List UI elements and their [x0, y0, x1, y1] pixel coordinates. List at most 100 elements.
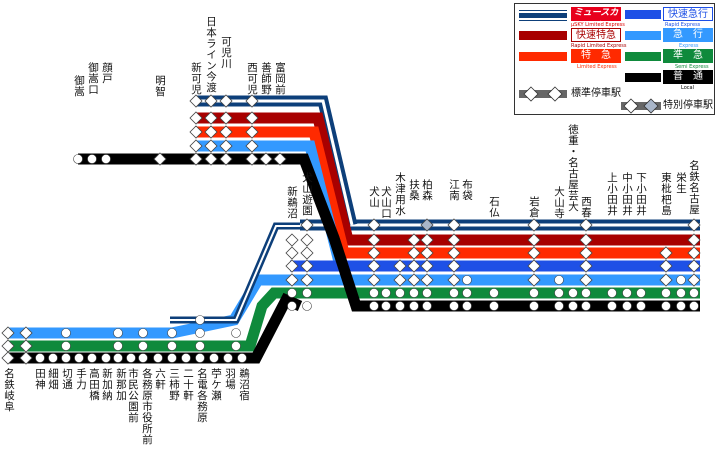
- legend-swatch-mu-sky: [519, 10, 567, 21]
- stop-re-10: [687, 259, 701, 273]
- stop-lo-4: [395, 301, 405, 311]
- station-label-right-8: 布袋: [461, 179, 473, 201]
- left-se-c-3: [167, 341, 177, 351]
- station-label-left-7: 新那加: [115, 368, 127, 401]
- legend-local-sub: Local: [681, 85, 694, 91]
- line-mu-sky-branch-inner: [196, 99, 354, 226]
- stop-ex-4: [407, 273, 421, 287]
- station-label-right-10: 岩倉: [528, 196, 540, 218]
- stop-rl-5: [447, 233, 461, 247]
- stop-mu-1: [367, 218, 381, 232]
- station-label-left-4: 手力: [75, 368, 87, 390]
- left-lo-c-2: [61, 353, 71, 363]
- station-label-left-3: 切通: [61, 368, 73, 390]
- stop-lo-1: [302, 301, 312, 311]
- stop-ex-6: [447, 273, 461, 287]
- local-branch-stop-6: [219, 152, 233, 166]
- stop-rl-4: [420, 233, 434, 247]
- left-lo-c-1: [48, 353, 58, 363]
- legend-swatch-rapid-express: [625, 10, 661, 19]
- branch-stop-2-2: [245, 125, 259, 139]
- left-lo-c-9: [153, 353, 163, 363]
- local-branch-stop-8: [259, 152, 273, 166]
- stop-lo-15: [622, 301, 632, 311]
- branch-stop-3-2: [245, 139, 259, 153]
- stop-lt-3: [407, 246, 421, 260]
- stop-re-9: [659, 259, 673, 273]
- stop-mu-6: [687, 218, 701, 232]
- left-se-c-0: [61, 341, 71, 351]
- station-label-right-4: 木津用水: [394, 172, 406, 216]
- station-label-left-1: 田神: [34, 368, 46, 390]
- left-se-c-2: [138, 341, 148, 351]
- stop-mu-3: [447, 218, 461, 232]
- left-ex-c-4: [195, 328, 205, 338]
- stop-lo-19: [689, 301, 699, 311]
- station-label-branch-6: 可児川: [220, 36, 232, 69]
- left-lo-c-15: [237, 353, 247, 363]
- stop-se-6: [422, 288, 432, 298]
- stop-se-19: [689, 288, 699, 298]
- left-lo-c-10: [167, 353, 177, 363]
- stop-re-6: [447, 259, 461, 273]
- stop-lo-16: [636, 301, 646, 311]
- station-label-left-8: 市民公園前: [127, 368, 139, 423]
- local-branch-stop-2: [101, 154, 111, 164]
- left-lo-stop-1: [19, 351, 33, 365]
- stop-lo-12: [568, 301, 578, 311]
- branch-stop-0-1: [219, 94, 233, 108]
- stop-re-5: [420, 259, 434, 273]
- station-label-right-7: 江南: [448, 179, 460, 201]
- left-lo-c-14: [223, 353, 233, 363]
- stop-ex-13: [687, 273, 701, 287]
- station-label-right-15: 中小田井: [621, 172, 633, 216]
- station-label-branch-7: 西可児: [246, 62, 258, 95]
- legend-limited-sub: Limited Express: [577, 64, 617, 70]
- branch-stop-1-2: [245, 111, 259, 125]
- station-label-left-6: 新加納: [101, 368, 113, 401]
- stop-re-8: [579, 259, 593, 273]
- left-ex-c-0: [61, 328, 71, 338]
- local-branch-stop-9: [273, 152, 287, 166]
- local-branch-stop-4: [189, 152, 203, 166]
- left-lo-c-12: [195, 353, 205, 363]
- station-label-branch-9: 富岡前: [274, 62, 286, 95]
- legend-swatch-rapid-limited: [519, 31, 567, 40]
- legend-express-label: 急 行: [663, 28, 713, 42]
- stop-se-9: [489, 288, 499, 298]
- stop-mu-5: [579, 218, 593, 232]
- stop-ex-5: [420, 273, 434, 287]
- branch-stop-2-0: [204, 125, 218, 139]
- left-lo-c-13: [209, 353, 219, 363]
- stop-re-3: [393, 259, 407, 273]
- station-label-left-0: 名鉄岐阜: [3, 368, 15, 412]
- stop-lt-9: [687, 246, 701, 260]
- local-branch-stop-3: [153, 152, 167, 166]
- stop-lt-7: [579, 246, 593, 260]
- station-label-left-15: 羽場: [224, 368, 236, 390]
- legend-swatch-limited: [519, 52, 567, 61]
- station-label-right-6: 柏森: [421, 179, 433, 201]
- stop-re-7: [527, 259, 541, 273]
- stop-lo-18: [676, 301, 686, 311]
- stop-ex-12: [676, 275, 686, 285]
- local-branch-stop-7: [245, 152, 259, 166]
- left-ex-c-3: [167, 328, 177, 338]
- station-label-left-12: 二十軒: [182, 368, 194, 401]
- branch-stop-3-1: [219, 139, 233, 153]
- station-label-right-1: 犬山遊園: [301, 172, 313, 216]
- stop-rl-8: [687, 233, 701, 247]
- stop-lt-8: [659, 246, 673, 260]
- left-ex-c-1: [113, 328, 123, 338]
- legend-rapid-express-sub: Rapid Express: [665, 22, 701, 28]
- stop-lo-6: [422, 301, 432, 311]
- legend-limited-label: 特 急: [571, 49, 621, 63]
- station-label-left-16: 鵜沼宿: [238, 368, 250, 401]
- station-label-right-2: 犬山: [368, 186, 380, 208]
- stop-ex-0: [285, 273, 299, 287]
- left-lo-stop-0: [1, 351, 15, 365]
- station-label-branch-3: 明智: [154, 75, 166, 97]
- station-label-left-11: 三柿野: [168, 368, 180, 401]
- station-label-right-17: 東枇杷島: [660, 172, 672, 216]
